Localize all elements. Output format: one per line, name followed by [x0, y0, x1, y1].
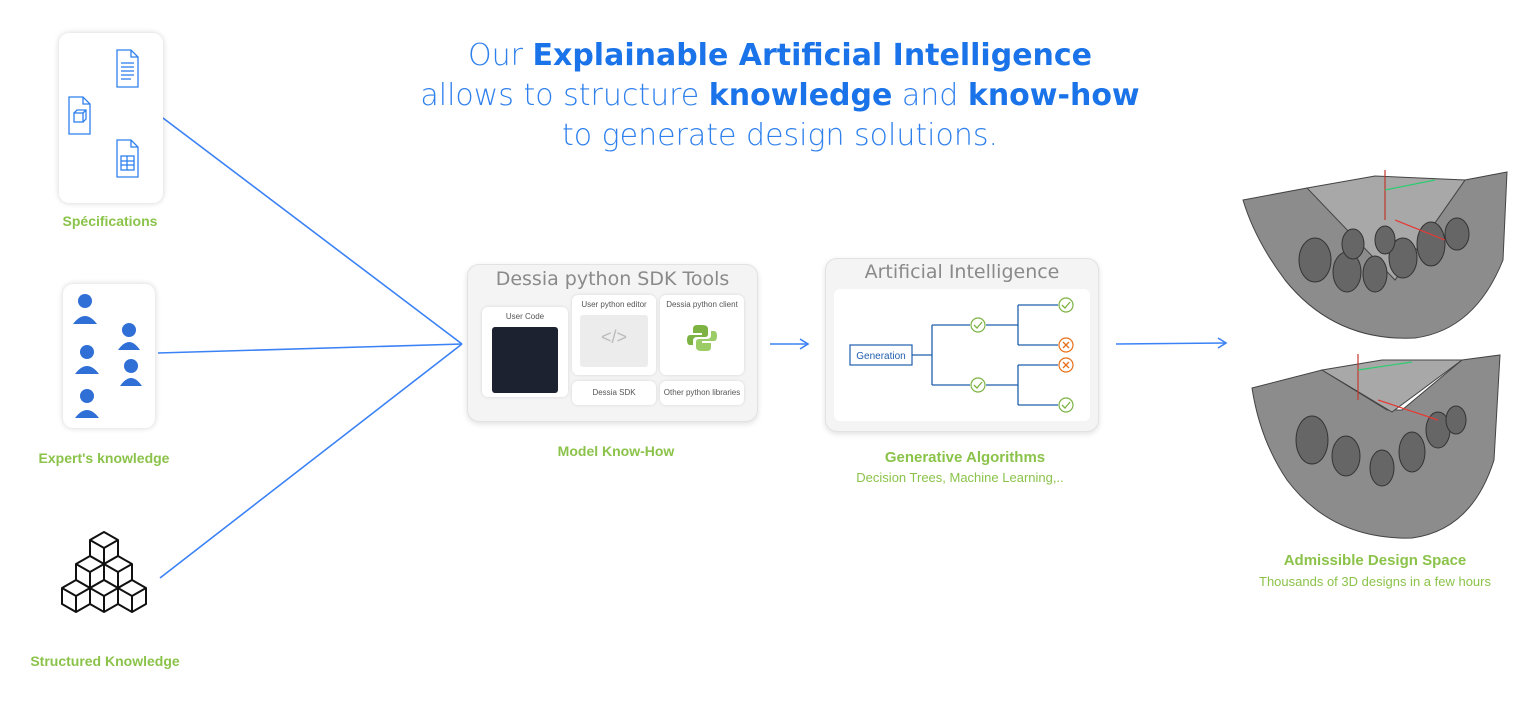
- ai-caption: Generative Algorithms: [884, 449, 1046, 466]
- check-icon: [1058, 397, 1074, 413]
- specifications-label: Spécifications: [62, 213, 158, 229]
- client-label: Dessia python client: [666, 300, 738, 309]
- headline-l2-pre: allows to structure: [420, 78, 709, 113]
- headline-l1-pre: Our: [467, 38, 533, 73]
- editor-label: User python editor: [581, 300, 647, 309]
- sdk-panel: Dessia python SDK Tools User Code User p…: [467, 264, 758, 422]
- python-icon: [687, 325, 717, 351]
- ai-sub: Decision Trees, Machine Learning,..: [856, 470, 1064, 485]
- headline-l1-bold: Explainable Artificial Intelligence: [532, 38, 1093, 73]
- headline-l2-bold1: knowledge: [708, 78, 893, 113]
- headline-l2-bold2: know-how: [967, 78, 1140, 113]
- sdk-caption: Model Know-How: [557, 443, 675, 459]
- headline: Our Explainable Artificial Intelligence …: [300, 36, 1260, 156]
- expert-label: Expert's knowledge: [38, 450, 170, 466]
- design-render-top: [1242, 170, 1508, 339]
- expert-card: [63, 284, 155, 428]
- dessia-sdk-label: Dessia SDK: [592, 388, 636, 397]
- expert-illustration: [73, 294, 142, 418]
- structured-label: Structured Knowledge: [30, 653, 180, 669]
- check-icon: [1058, 297, 1074, 313]
- client-tile: Dessia python client: [660, 295, 744, 375]
- design-render-bottom: [1251, 354, 1501, 539]
- code-screen: [492, 327, 558, 393]
- cubes-icon: [61, 531, 147, 613]
- editor-tile: User python editor </>: [572, 295, 656, 375]
- document-icons: [68, 49, 139, 178]
- decision-tree: Generation: [849, 297, 1074, 413]
- output-sub: Thousands of 3D designs in a few hours: [1259, 574, 1491, 589]
- specifications-card: [59, 33, 163, 203]
- check-icon: [970, 377, 986, 393]
- dessia-sdk-tile: Dessia SDK: [572, 381, 656, 405]
- headline-l2-mid: and: [892, 78, 968, 113]
- check-icon: [970, 317, 986, 333]
- ai-panel: Artificial Intelligence Generation: [825, 258, 1099, 432]
- user-code-label: User Code: [505, 312, 545, 321]
- headline-l3: to generate design solutions.: [561, 118, 999, 153]
- output-caption: Admissible Design Space: [1283, 552, 1467, 569]
- user-code-tile: User Code: [482, 307, 568, 397]
- ai-title: Artificial Intelligence: [864, 261, 1060, 283]
- libraries-label: Other python libraries: [663, 388, 741, 397]
- code-brackets-icon: </>: [580, 315, 648, 367]
- generation-node: Generation: [856, 351, 905, 362]
- sdk-title: Dessia python SDK Tools: [495, 268, 730, 290]
- libraries-tile: Other python libraries: [660, 381, 744, 405]
